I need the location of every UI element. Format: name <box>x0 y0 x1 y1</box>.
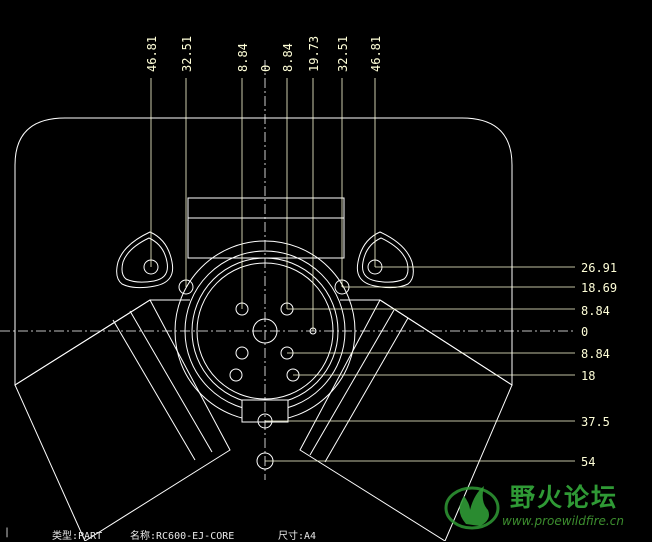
dim-right-18: 18 <box>581 369 595 383</box>
dim-right-8.84-upper: 8.84 <box>581 304 610 318</box>
dim-top-8.84-right: 8.84 <box>281 43 295 72</box>
dim-right-0: 0 <box>581 325 588 339</box>
status-type: 类型:PART <box>52 531 103 542</box>
right-dimension-labels: 26.91 18.69 8.84 0 8.84 18 37.5 54 <box>581 261 617 469</box>
status-bar: | 类型:PART 名称:RC600-EJ-CORE 尺寸:A4 <box>0 526 440 542</box>
dim-right-26.91: 26.91 <box>581 261 617 275</box>
status-name: 名称:RC600-EJ-CORE <box>130 531 235 542</box>
part-outline <box>14 117 513 386</box>
dim-top-32.51-right: 32.51 <box>336 36 350 72</box>
dim-right-18.69: 18.69 <box>581 281 617 295</box>
dim-top-32.51-left: 32.51 <box>180 36 194 72</box>
status-left-mark: | <box>4 527 11 538</box>
dim-top-46.81-left: 46.81 <box>145 36 159 72</box>
status-size: 尺寸:A4 <box>278 531 317 542</box>
dim-top-19.73: 19.73 <box>307 36 321 72</box>
left-slot-body <box>14 299 231 541</box>
forum-watermark: 野火论坛 www.proewildfire.cn <box>440 474 652 536</box>
dim-right-54: 54 <box>581 455 595 469</box>
dim-right-8.84-lower: 8.84 <box>581 347 610 361</box>
dim-top-0: 0 <box>259 65 273 72</box>
hole-bl <box>229 368 243 382</box>
flame-logo-icon <box>444 486 500 530</box>
left-slot-pocket <box>116 231 174 289</box>
right-slot-pocket <box>356 231 414 289</box>
dim-top-8.84-left: 8.84 <box>236 43 250 72</box>
dimension-leaders <box>150 78 575 462</box>
dim-top-46.81-right: 46.81 <box>369 36 383 72</box>
dim-right-37.5: 37.5 <box>581 415 610 429</box>
watermark-url: www.proewildfire.cn <box>502 514 624 528</box>
center-lines <box>0 60 575 480</box>
top-slot <box>187 197 345 259</box>
top-dimension-labels: 46.81 32.51 8.84 0 8.84 19.73 32.51 46.8… <box>145 36 383 72</box>
watermark-title: 野火论坛 <box>510 483 619 512</box>
part-geometry <box>14 117 513 541</box>
hole-ml <box>235 346 249 360</box>
